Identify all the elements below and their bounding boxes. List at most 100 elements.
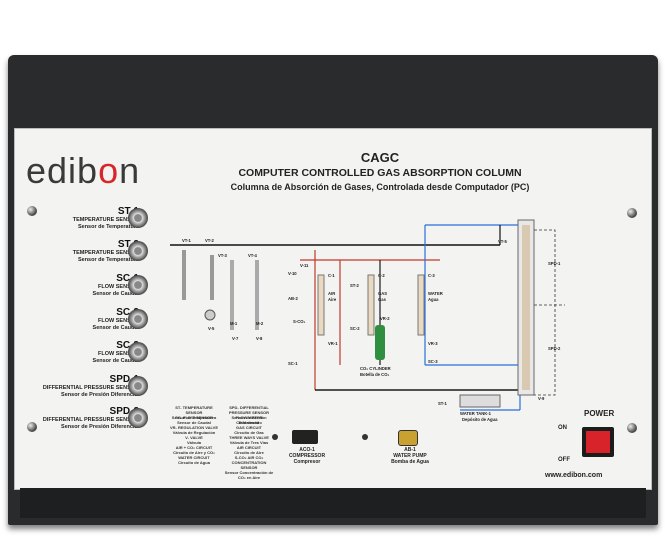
legend-code: SPD-	[229, 405, 239, 410]
diagram-label: WATER	[428, 291, 443, 296]
legend-es: Válvula de Tres Vías	[229, 440, 269, 445]
diagram-label: V-10	[288, 271, 297, 276]
sensor-name: TEMPERATURE SENSOR	[72, 217, 139, 223]
sensor-connector-icon[interactable]	[128, 309, 148, 329]
diagram-label: SC-1	[288, 361, 298, 366]
sensor-connector-icon[interactable]	[128, 208, 148, 228]
sensor-connector-icon[interactable]	[128, 376, 148, 396]
sensor-name: FLOW SENSOR	[98, 351, 139, 357]
diagram-label: VR-3	[428, 341, 438, 346]
diagram-label: SPD-2	[548, 346, 561, 351]
power-off-label: OFF	[558, 457, 570, 463]
jack-icon	[362, 434, 368, 440]
legend-code: SC-	[175, 415, 182, 420]
sensor-name: DIFFERENTIAL PRESSURE SENSOR	[42, 417, 139, 423]
diagram-label: VT-2	[205, 238, 215, 243]
legend-code: V-	[185, 435, 189, 440]
sensor-name-es: Sensor de Caudal	[92, 291, 139, 297]
cabinet-base	[20, 488, 646, 518]
edibon-logo: edibon	[26, 150, 141, 191]
legend-es: Válvula	[186, 440, 201, 445]
front-panel	[14, 128, 652, 490]
diagram-label: Gas	[378, 297, 387, 302]
diagram-label: GAS	[378, 291, 387, 296]
diagram-label: V-11	[300, 263, 309, 268]
compressor-es: Compresor	[293, 459, 321, 465]
sensor-name-es: Sensor de Temperatura	[77, 224, 139, 230]
legend-es: Sensor de Presión Diferencial	[231, 415, 267, 425]
legend-name: DIFFERENTIAL PRESSURE SENSOR	[228, 405, 269, 415]
sensor-connector-icon[interactable]	[128, 241, 148, 261]
sensor-name: TEMPERATURE SENSOR	[72, 250, 139, 256]
sensor-name-es: Sensor de Temperatura	[77, 257, 139, 263]
power-label: POWER	[584, 409, 615, 418]
diagram-label: C-1	[328, 273, 335, 278]
sensor-name-es: Sensor de Caudal	[92, 358, 139, 364]
pump-es: Bomba de Agua	[391, 459, 429, 465]
diagram-label: VR-2	[380, 316, 390, 321]
legend-name: AIR CO₂ CONCENTRATION SENSOR	[231, 455, 267, 470]
compressor-icon	[292, 430, 318, 444]
diagram-label: VT-4	[248, 253, 258, 258]
diagram-label: ST-1	[438, 401, 448, 406]
legend-es: Circuito de Aire y CO₂	[173, 450, 215, 455]
legend-code: VR-	[169, 425, 177, 430]
sensor-code: SPD-1	[109, 374, 139, 385]
legend-es: Sensor de Temperatura	[171, 415, 217, 420]
jack-icon	[272, 434, 278, 440]
legend-es: Circuito de Aire	[234, 450, 264, 455]
diagram-label: SC-3	[428, 359, 438, 364]
page-subtitle: Columna de Absorción de Gases, Controlad…	[230, 182, 530, 192]
sensor-name: FLOW SENSOR	[98, 284, 139, 290]
legend-es: Circuito de Gas	[234, 430, 264, 435]
diagram-label: V-9	[538, 396, 545, 401]
screw-icon	[627, 208, 637, 218]
legend-es: Caudalímetro	[236, 420, 262, 425]
screw-icon	[627, 423, 637, 433]
legend-name: THREE WAYS VALVE	[229, 435, 269, 440]
diagram-label: VT-1	[182, 238, 192, 243]
diagram-label: VR-1	[328, 341, 338, 346]
diagram-label: VT-5	[498, 239, 508, 244]
sensor-name-es: Sensor de Presión Diferencial	[61, 392, 139, 398]
diagram-label: C-3	[428, 273, 435, 278]
sensor-connector-icon[interactable]	[128, 275, 148, 295]
diagram-label: Agua	[428, 297, 439, 302]
legend-name: WATER CIRCUIT	[178, 455, 210, 460]
diagram-label: S-CO₂	[293, 319, 305, 324]
legend-code: ST-	[175, 405, 182, 410]
diagram-label: C-2	[378, 273, 385, 278]
process-diagram: VT-1 VT-2 VT-3 VT-4 V-11 V-10 V-5 V-7 V-…	[170, 219, 565, 422]
diagram-label: AIR	[328, 291, 335, 296]
pump-icon	[398, 430, 418, 446]
sensor-name: FLOW SENSOR	[98, 318, 139, 324]
diagram-label: V-5	[208, 326, 215, 331]
website-url: www.edibon.com	[545, 472, 603, 479]
legend-es: Circuito de Agua	[178, 460, 210, 465]
sensor-name-es: Sensor de Caudal	[92, 325, 139, 331]
sensor-connector-icon[interactable]	[128, 408, 148, 428]
legend-es: Sensor de Caudal	[177, 420, 211, 425]
legend-es: Válvula de Regulación	[172, 430, 216, 435]
sensor-code: SC-3	[116, 340, 139, 351]
power-button[interactable]	[582, 427, 614, 457]
legend-name: VALVE	[190, 435, 203, 440]
screw-icon	[27, 206, 37, 216]
pump-code: AB-1	[404, 447, 416, 453]
sensor-connector-icon[interactable]	[128, 342, 148, 362]
diagram-label: SC-2	[350, 326, 360, 331]
diagram-label: SPD-1	[548, 261, 561, 266]
legend-name: FLOW WATER	[235, 415, 263, 420]
sensor-code: ST-1	[117, 206, 139, 217]
